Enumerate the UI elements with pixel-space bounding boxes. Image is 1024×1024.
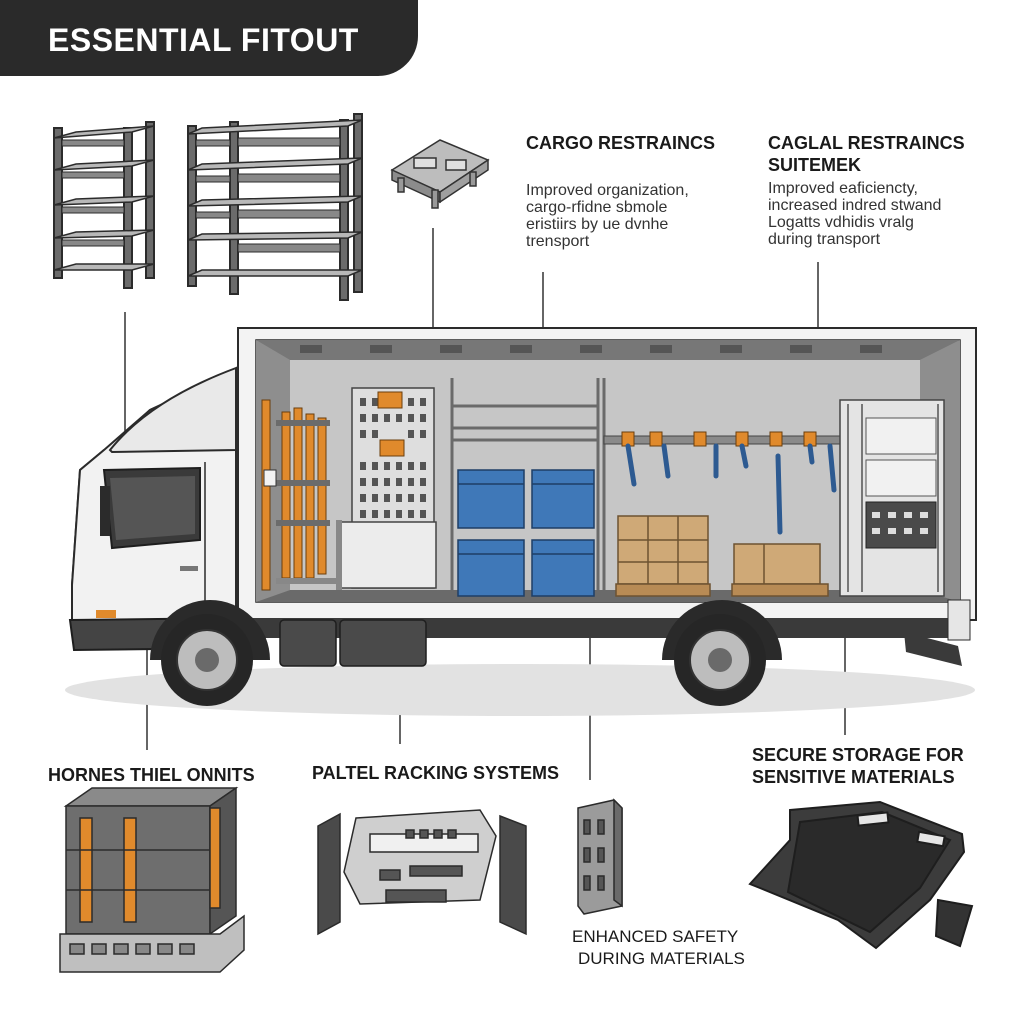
pallet-racking-icon	[317, 809, 527, 936]
label-line: CAGLAL RESTRAINCS	[768, 133, 965, 153]
tie-down-pole-rack	[261, 399, 336, 591]
label-line: ENHANCED SAFETY	[572, 927, 739, 946]
cardboard-pallets	[615, 515, 829, 597]
title-banner: ESSENTIAL FITOUT	[0, 0, 418, 76]
desc-cargo-line: Improved organization,	[526, 182, 689, 199]
desc-cargo-restraints: Improved organization, cargo-rfidne sbmo…	[526, 182, 689, 250]
cargo-restraint-clamp-icon	[390, 139, 490, 209]
label-line: SECURE STORAGE FOR	[752, 745, 964, 765]
secure-storage-case-icon	[748, 800, 974, 950]
label-line: DURING MATERIALS	[578, 949, 745, 968]
desc-casual-line: increased indred stwand	[768, 197, 942, 214]
desc-cargo-line: cargo-rfidne sbmole	[526, 199, 668, 216]
desc-casual-line: Logatts vdhidis vralg	[768, 214, 914, 231]
label-line: SUITEMEK	[768, 155, 862, 175]
page-title: ESSENTIAL FITOUT	[48, 22, 359, 58]
overhead-strap-rail	[602, 378, 841, 596]
shelving-unit-icon	[53, 113, 363, 301]
desc-cargo-line: eristiirs by ue dvnhe	[526, 216, 669, 233]
secure-cage-unit	[839, 399, 945, 597]
label-cargo-restraints: CARGO RESTRAINCS	[526, 133, 716, 153]
front-wheel	[150, 600, 270, 706]
pegboard-panel	[336, 387, 437, 590]
label-pallet-racking: PALTEL RACKING SYSTEMS	[312, 763, 560, 783]
rear-wheel	[662, 600, 782, 706]
desc-cargo-line: trensport	[526, 233, 590, 250]
label-casual-restraints: CAGLAL RESTRAINCS SUITEMEK	[768, 132, 965, 176]
desc-casual-line: during transport	[768, 231, 881, 248]
desc-casual-line: Improved eaficiencty,	[768, 180, 918, 197]
label-hornes-units: HORNES THIEL ONNITS	[48, 765, 255, 785]
caged-unit-icon	[59, 786, 245, 973]
desc-casual-restraints: Improved eaficiencty, increased indred s…	[768, 180, 941, 248]
label-enhanced-safety: ENHANCED SAFETY DURING MATERIALS	[572, 926, 745, 970]
box-truck	[65, 327, 977, 716]
safety-panel-icon	[577, 798, 623, 915]
label-secure-storage: SECURE STORAGE FOR SENSITIVE MATERIALS	[752, 744, 964, 788]
blue-storage-boxes	[457, 469, 595, 597]
label-line: SENSITIVE MATERIALS	[752, 767, 955, 787]
